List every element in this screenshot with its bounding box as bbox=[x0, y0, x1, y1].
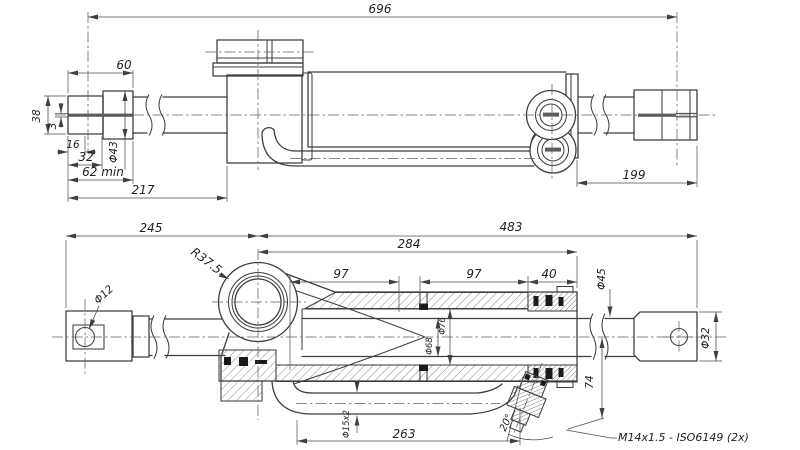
dim-end-shoulder: 60 bbox=[116, 58, 132, 72]
bottom-view: 20° 245 483 284 97 97 40 Φ45 Φ32 bbox=[52, 220, 749, 445]
hydraulic-pipe bbox=[271, 380, 519, 415]
dim-head-span: 284 bbox=[398, 237, 421, 251]
dim-slot-width: 3 bbox=[47, 123, 59, 130]
dim-pin-hole: Φ12 bbox=[92, 283, 116, 307]
note-port-thread: M14x1.5 - ISO6149 (2x) bbox=[618, 431, 749, 444]
dim-fork-height: 38 bbox=[31, 109, 43, 123]
dim-right-span: 483 bbox=[500, 220, 523, 234]
left-rod-end bbox=[65, 310, 226, 362]
top-view: 696 60 38 3 16 32 62 min 217 bbox=[31, 2, 715, 202]
dimensions-top: 696 60 38 3 16 32 62 min 217 bbox=[31, 2, 698, 202]
dim-right-rod: 199 bbox=[623, 168, 646, 182]
dim-min-length: 62 min bbox=[82, 165, 124, 179]
dim-port-offset: 74 bbox=[584, 375, 596, 388]
port-fitting bbox=[506, 362, 549, 436]
dim-gland-len: 40 bbox=[541, 267, 557, 281]
dim-overall-length: 696 bbox=[369, 2, 392, 16]
break-line bbox=[589, 313, 597, 360]
break-line bbox=[590, 94, 598, 136]
port-bosses bbox=[525, 89, 577, 174]
mounting-bracket bbox=[212, 39, 304, 77]
dim-pipe-dia: Φ15x2 bbox=[342, 410, 352, 438]
dim-left-span: 245 bbox=[140, 221, 163, 235]
dim-pipe-len: 263 bbox=[393, 427, 416, 441]
right-rod-end bbox=[589, 311, 698, 362]
centerlines-bottom bbox=[52, 249, 728, 420]
dim-eye-radius: R37.5 bbox=[188, 245, 224, 277]
dim-seg-a: 97 bbox=[333, 267, 349, 281]
centerlines-top bbox=[55, 12, 715, 180]
head-block bbox=[226, 72, 313, 164]
dimensions-bottom: 245 483 284 97 97 40 Φ45 Φ32 74 2 bbox=[65, 220, 749, 445]
dim-seg-b: 97 bbox=[466, 267, 482, 281]
break-line bbox=[601, 313, 609, 360]
dim-fork-length: 32 bbox=[78, 150, 93, 164]
dim-left-assembly: 217 bbox=[132, 183, 155, 197]
dim-bore-dia: Φ76 bbox=[438, 317, 448, 335]
dim-tube-dia: Φ68 bbox=[425, 337, 435, 355]
dim-rod-dia: Φ43 bbox=[108, 141, 120, 163]
dim-end-dia: Φ32 bbox=[700, 327, 712, 349]
dim-step: 16 bbox=[66, 139, 80, 151]
dim-rod-dia-bottom: Φ45 bbox=[596, 268, 608, 290]
